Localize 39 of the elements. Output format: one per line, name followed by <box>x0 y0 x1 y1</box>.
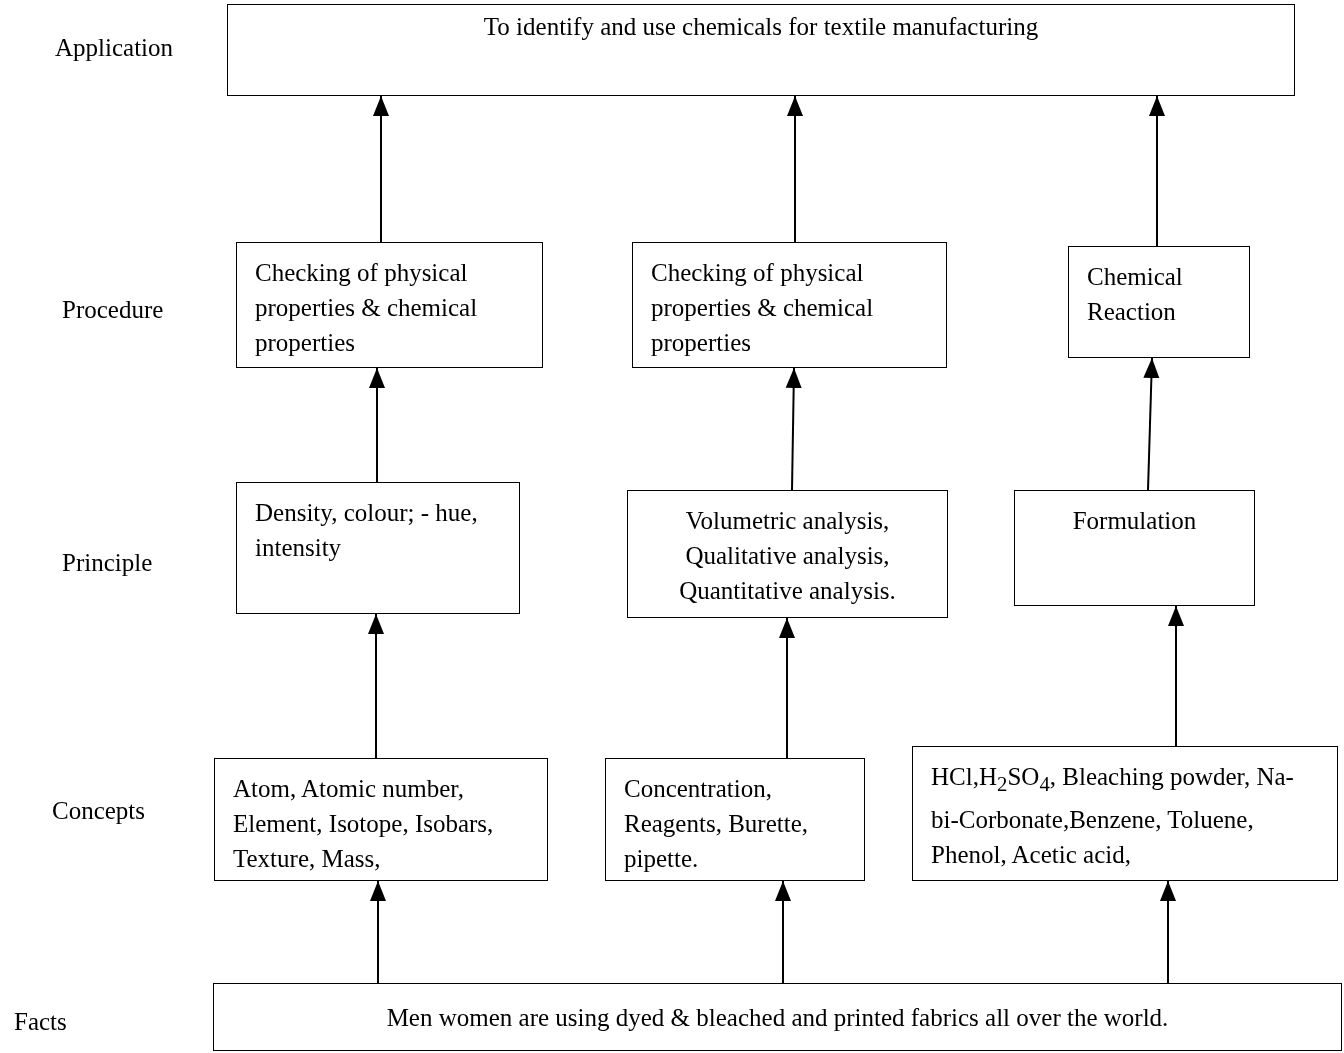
level-label: Procedure <box>62 295 164 325</box>
concept-box <box>627 490 948 618</box>
concept-box <box>236 242 543 368</box>
box-text: Concentration, Reagents, Burette, pipette. <box>624 774 809 874</box>
level-label: Principle <box>62 548 153 578</box>
arrow <box>368 613 384 759</box>
arrow <box>370 880 386 984</box>
concept-box <box>214 758 548 881</box>
box-text: Atom, Atomic number, Element, Isotope, Isobars, Texture, Mass, <box>233 774 495 874</box>
concept-box <box>912 746 1338 881</box>
box-text: Chemical Reaction <box>1087 262 1184 327</box>
arrow <box>779 617 795 759</box>
box-text: Checking of physical properties & chemical properties <box>651 258 875 358</box>
concept-box <box>632 242 947 368</box>
arrow <box>785 367 802 491</box>
arrow <box>775 880 791 984</box>
arrow <box>373 95 389 243</box>
box-text: HCl,H$_{2}$SO$_{4}$, Bleaching powder, Na-bi-Corbonate,Benzene, Toluene, Phenol, Acetic acid, <box>931 762 1295 870</box>
concept-box <box>1014 490 1255 606</box>
concept-box <box>1068 246 1250 358</box>
box-text: To identify and use chemicals for textile manufacturing <box>482 12 1040 42</box>
box-text: Formulation <box>1071 506 1198 536</box>
box-text: Volumetric analysis, Qualitative analysis, Quantitative analysis. <box>678 506 897 606</box>
arrow <box>369 367 385 483</box>
box-text: Men women are using dyed & bleached and printed fabrics all over the world. <box>385 1003 1170 1033</box>
box-text: Density, colour; - hue, intensity <box>255 498 479 563</box>
concept-box <box>213 983 1342 1051</box>
box-text: Checking of physical properties & chemical properties <box>255 258 479 358</box>
concept-box <box>605 758 865 881</box>
arrow <box>1168 605 1184 747</box>
arrow <box>1149 95 1165 247</box>
concept-box <box>236 482 520 614</box>
arrow <box>1143 357 1160 491</box>
level-label: Concepts <box>52 796 146 826</box>
arrow <box>787 95 803 243</box>
concept-box <box>227 4 1295 96</box>
level-label: Facts <box>14 1007 67 1037</box>
level-label: Application <box>55 33 174 63</box>
arrow <box>1160 880 1176 984</box>
